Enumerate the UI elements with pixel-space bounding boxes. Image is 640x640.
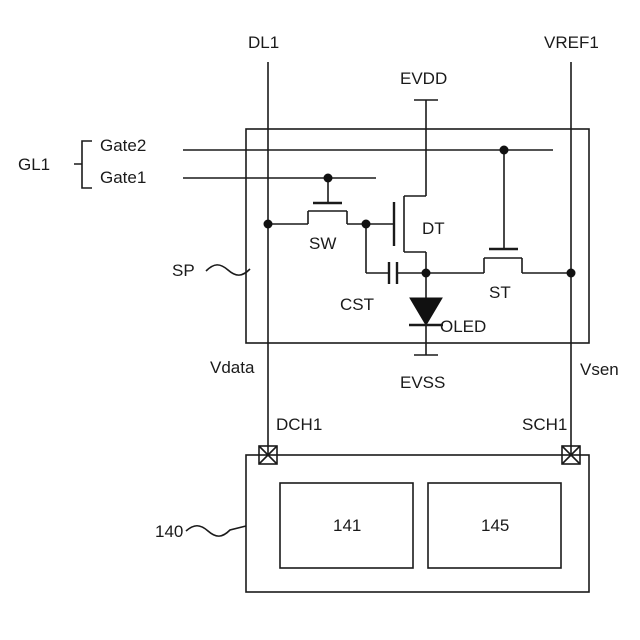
dl1-label: DL1 — [248, 33, 279, 52]
junction-dot — [362, 220, 371, 229]
junction-dot — [422, 269, 431, 278]
cst-label: CST — [340, 295, 374, 314]
block-141-label: 141 — [333, 516, 361, 535]
block-145-label: 145 — [481, 516, 509, 535]
gl1-label: GL1 — [18, 155, 50, 174]
block-140-leader — [186, 526, 246, 536]
junction-dot — [567, 269, 576, 278]
junction-dot — [264, 220, 273, 229]
junction-dot — [324, 174, 333, 183]
gate2-label: Gate2 — [100, 136, 146, 155]
sch1-label: SCH1 — [522, 415, 567, 434]
sp-leader — [206, 265, 250, 275]
vdata-label: Vdata — [210, 358, 255, 377]
evdd-label: EVDD — [400, 69, 447, 88]
evss-label: EVSS — [400, 373, 445, 392]
sw-label: SW — [309, 234, 336, 253]
gl1-brace — [74, 141, 92, 188]
st-label: ST — [489, 283, 511, 302]
vref1-label: VREF1 — [544, 33, 599, 52]
block-140 — [246, 455, 589, 592]
block-140-label: 140 — [155, 522, 183, 541]
vsen-label: Vsen — [580, 360, 619, 379]
gate1-label: Gate1 — [100, 168, 146, 187]
dch1-label: DCH1 — [276, 415, 322, 434]
sp-label: SP — [172, 261, 195, 280]
oled-label: OLED — [440, 317, 486, 336]
oled-diode-icon — [410, 298, 442, 325]
junction-dot — [500, 146, 509, 155]
dt-label: DT — [422, 219, 445, 238]
